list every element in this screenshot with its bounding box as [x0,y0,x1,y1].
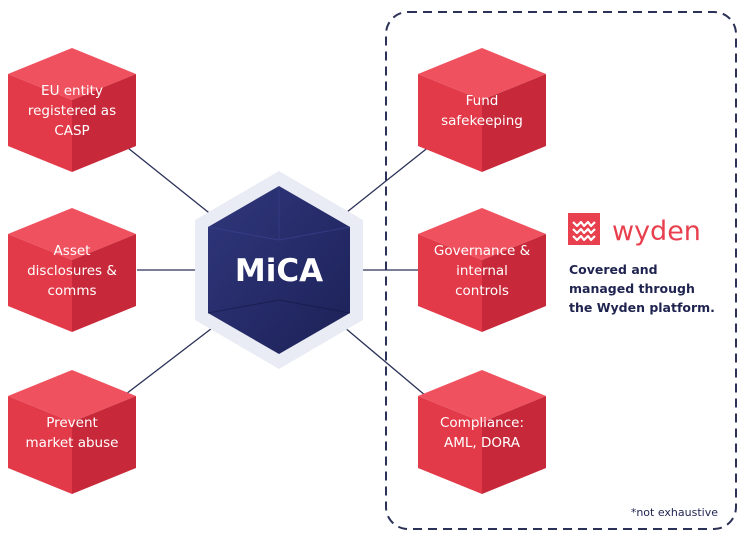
connector-eu-entity [127,147,219,221]
cube-right-face [482,74,546,172]
cube-right-face [482,396,546,494]
mica-label: MiCA [235,253,323,289]
cube-label-line: Governance & [434,243,531,259]
connector-compliance [337,321,427,397]
cube-left-face [8,396,72,494]
cube-label-line: CASP [54,123,89,139]
cube-right-face [72,234,136,332]
cube-eu-entity: EU entity registered as CASP [8,48,136,172]
cube-compliance: Compliance: AML, DORA [418,370,546,494]
tagline-line: Covered and [569,262,658,277]
cube-governance: Governance & internal controls [418,208,546,332]
connectors [125,145,431,397]
wyden-tagline: Covered and managed through the Wyden pl… [569,262,715,315]
wyden-scope-box [385,11,737,530]
connector-prevent-market-abuse [125,321,221,395]
cube-label-line: controls [455,283,509,299]
cube-asset-disclosures: Asset disclosures & comms [8,208,136,332]
wyden-logo: wyden [568,213,701,247]
cube-label-line: Asset [54,243,91,259]
wyden-wordmark: wyden [612,216,701,247]
footnote: *not exhaustive [631,506,718,519]
connector-fund-safekeeping [341,145,431,217]
cube-left-face [418,234,482,332]
mica-hexagon: MiCA [195,171,363,369]
cube-prevent-market-abuse: Prevent market abuse [8,370,136,494]
cube-right-face [482,234,546,332]
cube-label-line: Compliance: [440,415,524,431]
tagline-line: managed through [569,281,695,296]
cube-label-line: internal [456,263,508,279]
mica-hexagon-body [208,186,350,354]
cube-label-line: Prevent [46,415,98,431]
cube-label-line: EU entity [41,83,103,99]
cube-label-line: AML, DORA [444,435,521,451]
tagline-line: the Wyden platform. [569,300,715,315]
cube-label-line: Fund [466,93,499,109]
cube-left-face [8,234,72,332]
cube-left-face [418,74,482,172]
cube-left-face [418,396,482,494]
cube-left-face [8,74,72,172]
cube-fund-safekeeping: Fund safekeeping [418,48,546,172]
cube-label-line: disclosures & [27,263,117,279]
cube-right-face [72,74,136,172]
cube-label-line: registered as [28,103,116,119]
cube-label-line: market abuse [26,435,119,451]
cube-label-line: safekeeping [441,113,523,129]
cube-right-face [72,396,136,494]
cube-label-line: comms [47,283,96,299]
